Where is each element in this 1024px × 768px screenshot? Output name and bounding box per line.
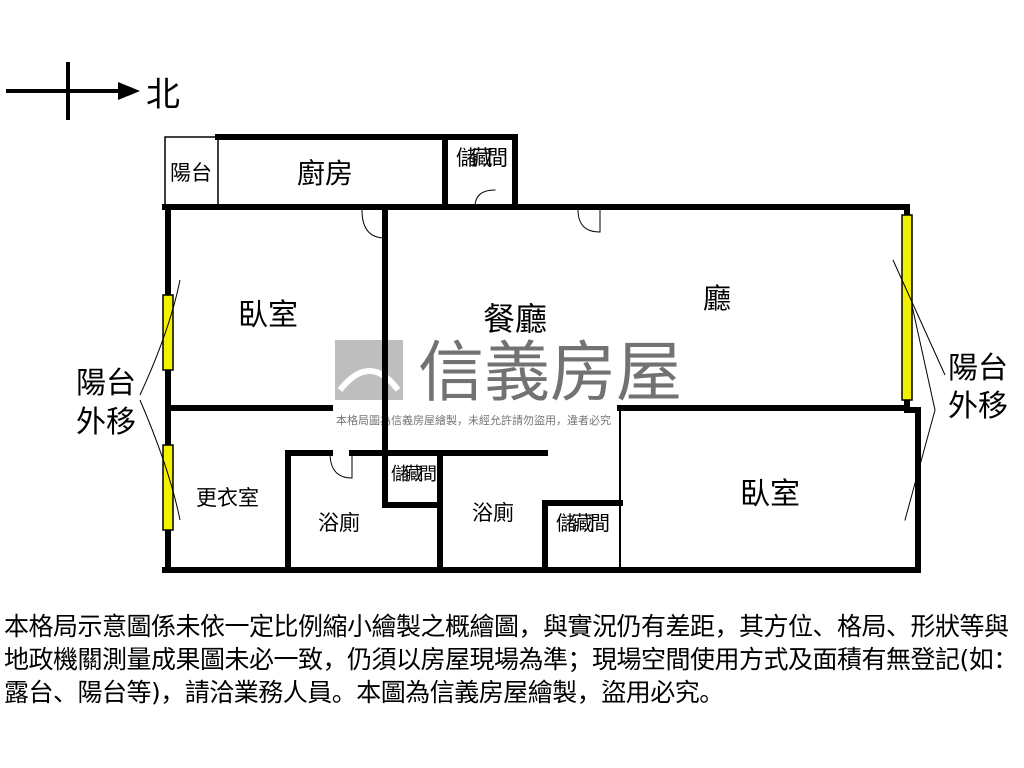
room-label-bedroom-left: 臥室 <box>238 298 298 333</box>
windows <box>162 214 913 531</box>
left-balcony-label-2: 外移 <box>76 405 136 440</box>
room-label-living: 廳 <box>703 282 731 315</box>
watermark-notice: 本格局圖為信義房屋繪製，未經允許請勿盜用，違者必究 <box>336 413 611 427</box>
room-label-dining: 餐廳 <box>483 300 547 338</box>
room-label-bathroom-left: 浴廁 <box>318 511 360 535</box>
room-label-storage-middle: 儲藏間 <box>391 464 437 485</box>
right-balcony-label-2: 外移 <box>948 389 1008 424</box>
room-label-bedroom-right: 臥室 <box>740 477 800 512</box>
north-label: 北 <box>146 75 180 115</box>
room-label-kitchen: 廚房 <box>297 157 353 190</box>
north-arrow-icon <box>6 62 140 120</box>
left-balcony-label-1: 陽台 <box>76 366 136 401</box>
room-label-storage-right: 儲藏間 <box>556 511 610 535</box>
watermark: 信義房屋 本格局圖為信義房屋繪製，未經允許請勿盜用，違者必究 <box>335 334 682 427</box>
room-label-balcony: 陽台 <box>170 161 212 185</box>
right-balcony-label-1: 陽台 <box>948 351 1008 386</box>
room-label-dressing: 更衣室 <box>196 486 259 510</box>
room-label-bathroom-right: 浴廁 <box>472 501 514 525</box>
disclaimer-text: 本格局示意圖係未依一定比例縮小繪製之概繪圖，與實況仍有差距，其方位、格局、形狀等… <box>4 612 1018 707</box>
watermark-brand: 信義房屋 <box>418 334 682 411</box>
room-label-storage-top: 儲藏間 <box>456 146 508 170</box>
